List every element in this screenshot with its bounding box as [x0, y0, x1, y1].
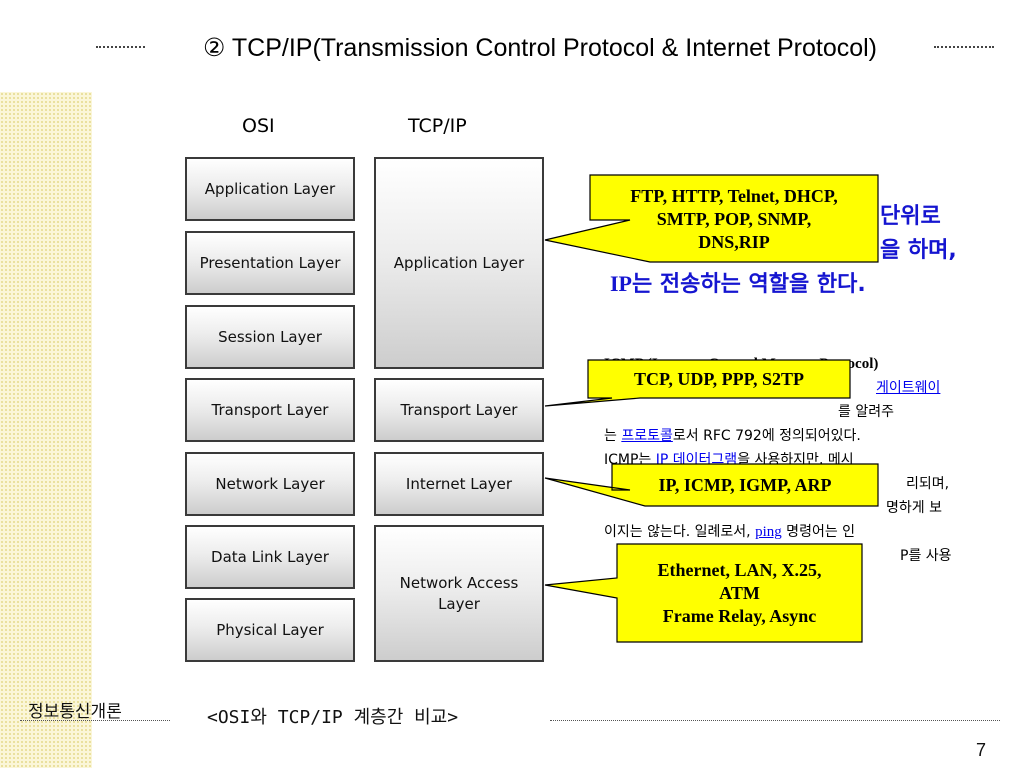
callout-network-access-text: Ethernet, LAN, X.25, ATM Frame Relay, As…	[657, 560, 822, 626]
callout-internet-text: IP, ICMP, IGMP, ARP	[658, 475, 832, 495]
callout-network-access-shape	[544, 543, 863, 643]
osi-transport-layer: Transport Layer	[185, 378, 355, 442]
icmp-line7: 명하게 보	[886, 500, 942, 516]
osi-data-link-layer: Data Link Layer	[185, 525, 355, 589]
icmp-line3: 를 알려주	[838, 404, 894, 420]
page-number: 7	[976, 740, 987, 760]
footer-course-label: 정보통신개론	[28, 702, 122, 722]
title-divider-right	[934, 46, 994, 48]
korean-text-line1: 단위로	[880, 204, 941, 229]
callout-application-shape	[544, 174, 879, 263]
decorative-side-strip	[0, 92, 92, 768]
callout-transport-shape	[544, 359, 851, 407]
icmp-line9: P를 사용	[900, 548, 952, 564]
footer-divider-right	[550, 720, 1000, 721]
title-box: ② TCP/IP(Transmission Control Protocol &…	[146, 26, 934, 70]
tcpip-application-layer: Application Layer	[374, 157, 544, 369]
icmp-line2: 게이트웨이	[604, 376, 984, 400]
gateway-link[interactable]: 게이트웨이	[876, 380, 941, 396]
icmp-line8: 이지는 않는다. 일례로서, ping 명령어는 인	[604, 524, 856, 540]
tcpip-transport-layer: Transport Layer	[374, 378, 544, 442]
icmp-line6: 리되며,	[906, 476, 950, 492]
korean-text-line3: IP는 전송하는 역할을 한다.	[610, 271, 866, 297]
osi-session-layer: Session Layer	[185, 305, 355, 369]
footer-divider-left	[20, 720, 170, 721]
slide-title: ② TCP/IP(Transmission Control Protocol &…	[202, 34, 878, 62]
osi-application-layer: Application Layer	[185, 157, 355, 221]
title-divider-left	[96, 46, 148, 48]
protocol-link[interactable]: 프로토콜	[621, 428, 673, 444]
icmp-line4: 는 프로토콜로서 RFC 792에 정의되어있다.	[604, 428, 861, 444]
ping-link[interactable]: ping	[755, 524, 782, 540]
callout-transport-text: TCP, UDP, PPP, S2TP	[633, 369, 805, 389]
osi-heading: OSI	[242, 115, 275, 137]
callout-application-text: FTP, HTTP, Telnet, DHCP, SMTP, POP, SNMP…	[630, 185, 838, 252]
korean-text-line2: 을 하며,	[880, 238, 957, 263]
osi-physical-layer: Physical Layer	[185, 598, 355, 662]
osi-network-layer: Network Layer	[185, 452, 355, 516]
diagram-caption: <OSI와 TCP/IP 계층간 비교>	[207, 707, 459, 728]
callout-internet-shape	[544, 463, 879, 507]
osi-presentation-layer: Presentation Layer	[185, 231, 355, 295]
tcpip-heading: TCP/IP	[408, 115, 467, 137]
tcpip-internet-layer: Internet Layer	[374, 452, 544, 516]
